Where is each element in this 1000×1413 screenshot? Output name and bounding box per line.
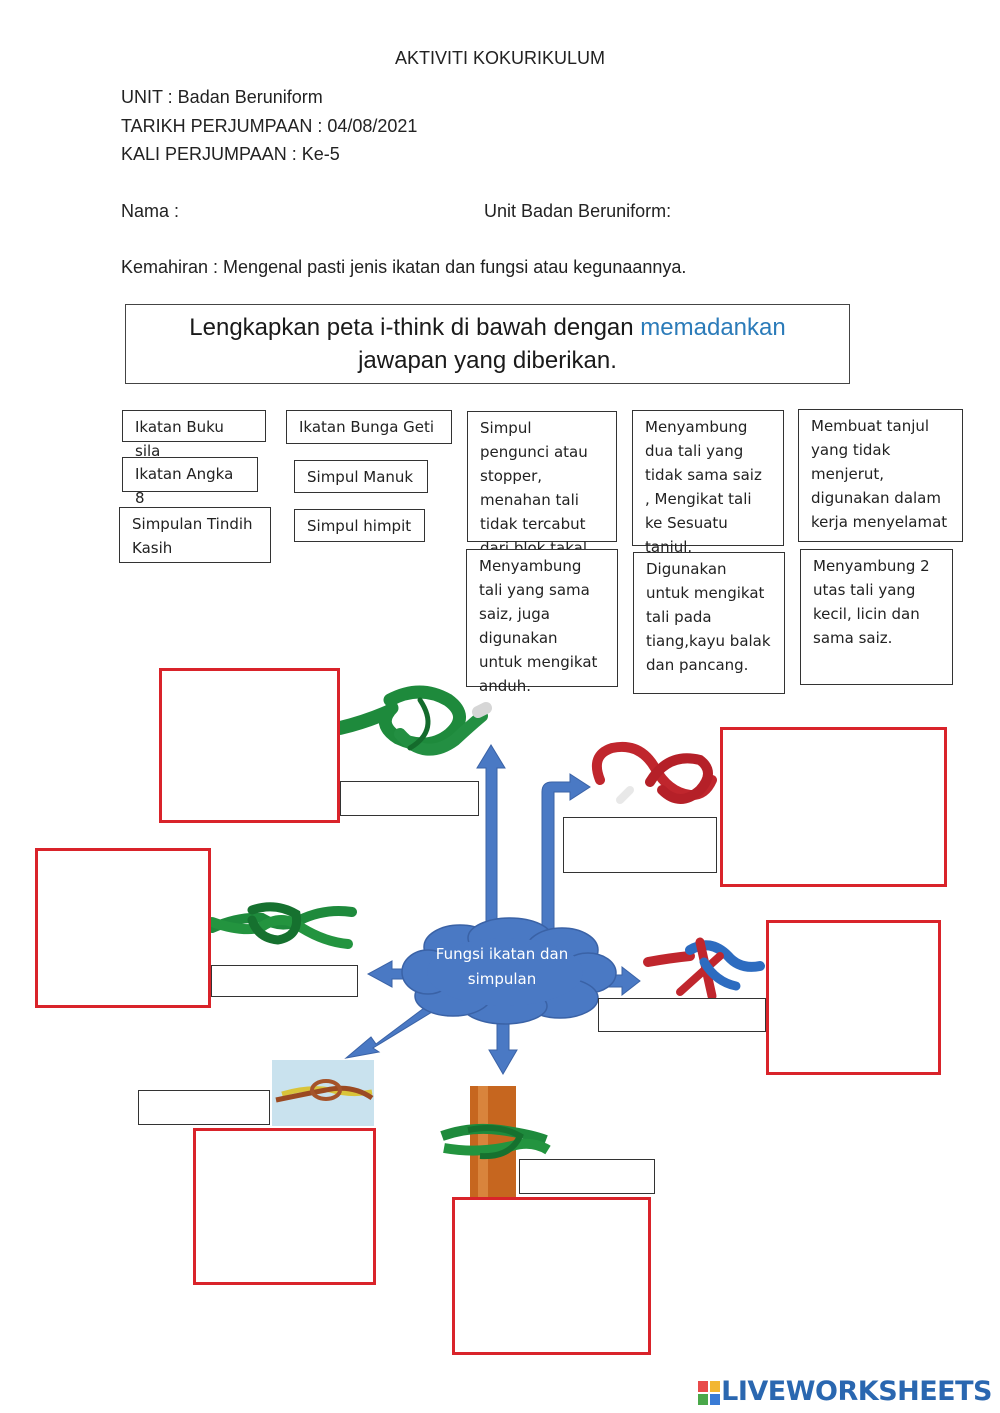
cloud-shape bbox=[401, 917, 617, 1025]
option-knot-manuk[interactable]: Simpul Manuk bbox=[294, 460, 428, 493]
option-knot-himpit[interactable]: Simpul himpit bbox=[294, 509, 425, 542]
instruction-box: Lengkapkan peta i-think di bawah dengan … bbox=[125, 304, 850, 384]
instruction-text: Lengkapkan peta i-think di bawah dengan bbox=[189, 314, 641, 341]
instruction-text-2: jawapan yang diberikan. bbox=[358, 347, 617, 374]
answer-box-bottom[interactable] bbox=[452, 1197, 651, 1355]
option-function-small-slippery[interactable]: Menyambung 2 utas tali yang kecil, licin… bbox=[800, 549, 953, 685]
instruction-highlight: memadankan bbox=[640, 314, 786, 341]
answer-box-left[interactable] bbox=[35, 848, 211, 1008]
arrow-up-right bbox=[541, 773, 591, 936]
red-knot-picture bbox=[592, 742, 717, 804]
label-slot-bottom[interactable] bbox=[519, 1159, 655, 1194]
label-slot-left[interactable] bbox=[211, 965, 358, 997]
answer-box-right[interactable] bbox=[766, 920, 941, 1075]
option-knot-bunga-geti[interactable]: Ikatan Bunga Geti bbox=[286, 410, 452, 444]
option-function-different-size[interactable]: Menyambung dua tali yang tidak sama saiz… bbox=[632, 410, 784, 556]
pole-knot-picture bbox=[440, 1086, 551, 1198]
label-slot-right[interactable] bbox=[598, 998, 766, 1032]
option-function-stopper[interactable]: Simpul pengunci atau stopper, menahan ta… bbox=[467, 411, 617, 557]
green-square-knot-picture bbox=[207, 902, 357, 949]
answer-box-bottom-left[interactable] bbox=[193, 1128, 376, 1285]
option-function-rescue[interactable]: Membuat tanjul yang tidak menjerut, digu… bbox=[798, 409, 963, 542]
name-label: Nama : bbox=[121, 201, 180, 221]
meeting-line: KALI PERJUMPAAN : Ke-5 bbox=[121, 144, 340, 164]
option-function-pole[interactable]: Digunakan untuk mengikat tali pada tiang… bbox=[633, 552, 785, 694]
label-slot-top-left[interactable] bbox=[340, 781, 479, 816]
option-knot-tindih-kasih[interactable]: Simpulan Tindih Kasih bbox=[119, 507, 271, 563]
option-function-same-size[interactable]: Menyambung tali yang sama saiz, juga dig… bbox=[466, 549, 618, 695]
unit-field-label: Unit Badan Beruniform: bbox=[484, 201, 672, 221]
label-slot-bottom-left[interactable] bbox=[138, 1090, 270, 1125]
unit-line: UNIT : Badan Beruniform bbox=[121, 87, 323, 107]
worksheet-title: AKTIVITI KOKURIKULUM bbox=[394, 48, 606, 68]
arrow-up-left bbox=[476, 744, 506, 936]
label-slot-top-right[interactable] bbox=[563, 817, 717, 873]
answer-box-top-right[interactable] bbox=[720, 727, 947, 887]
skill-line: Kemahiran : Mengenal pasti jenis ikatan … bbox=[121, 257, 687, 277]
green-knot-top-picture bbox=[333, 685, 492, 756]
date-line: TARIKH PERJUMPAAN : 04/08/2021 bbox=[121, 116, 418, 136]
answer-box-top-left[interactable] bbox=[159, 668, 340, 823]
option-knot-angka-8[interactable]: Ikatan Angka 8 bbox=[122, 457, 258, 507]
red-blue-knot-picture bbox=[643, 937, 765, 1001]
center-topic-label: Fungsi ikatan dan simpulan bbox=[435, 945, 569, 988]
option-knot-buku-sila[interactable]: Ikatan Buku sila bbox=[122, 410, 266, 460]
liveworksheets-brand: LIVEWORKSHEETS bbox=[721, 1376, 992, 1407]
liveworksheets-logo-icon bbox=[698, 1381, 720, 1405]
yellow-brown-knot-picture bbox=[272, 1060, 374, 1126]
